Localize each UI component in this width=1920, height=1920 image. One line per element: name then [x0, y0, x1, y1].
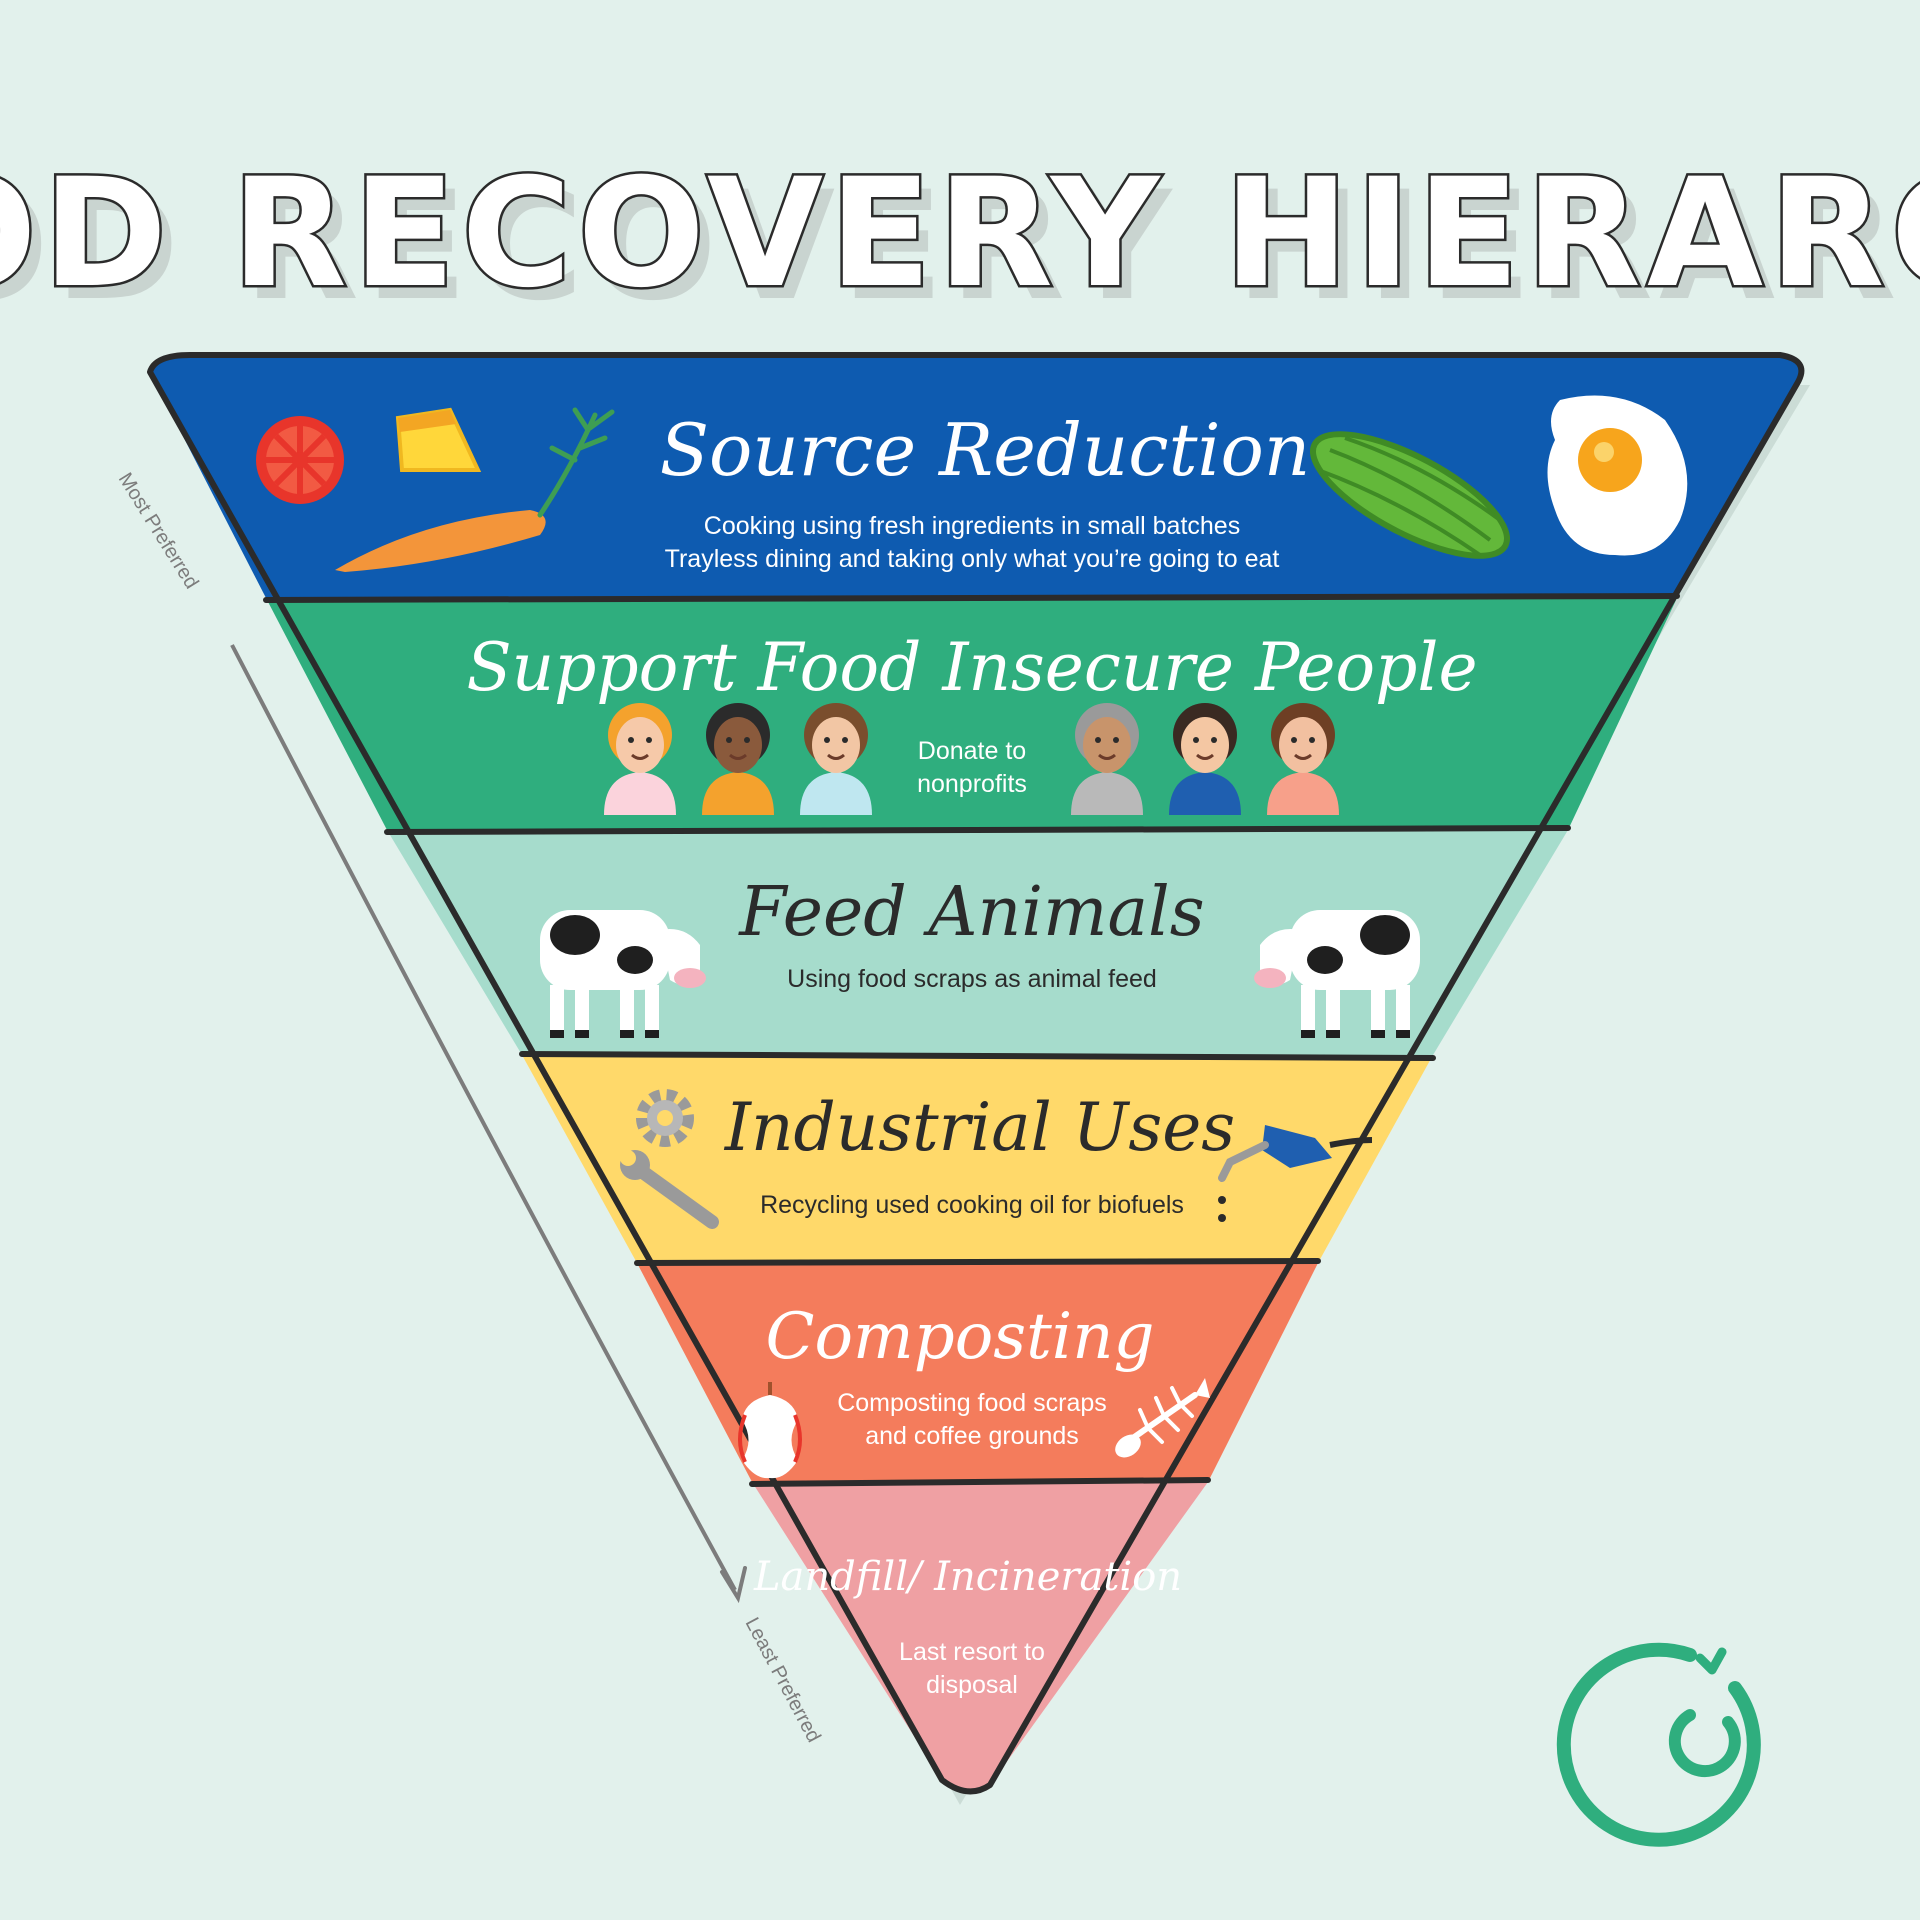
carrot-icon — [335, 407, 615, 572]
fish-bone-icon — [1115, 1378, 1210, 1458]
person-icon-group — [604, 703, 1339, 815]
person-icon — [1071, 703, 1143, 815]
tier-composting-line-1: Composting food scraps — [837, 1389, 1107, 1417]
tier-feed-animals-line-1: Using food scraps as animal feed — [787, 965, 1157, 993]
cow-icon — [540, 910, 706, 1038]
tomato-icon — [256, 416, 344, 504]
tier-industrial-uses-line-1: Recycling used cooking oil for biofuels — [760, 1191, 1184, 1219]
cow-icon — [1254, 910, 1420, 1038]
gear-icon — [636, 1089, 694, 1147]
tier-feed-animals-heading: Feed Animals — [737, 873, 1204, 952]
tier-composting-heading: Composting — [766, 1300, 1155, 1374]
tier-source-reduction-line-1: Cooking using fresh ingredients in small… — [704, 512, 1240, 540]
tier-source-reduction-line-2: Trayless dining and taking only what you… — [665, 545, 1280, 573]
tier-source-reduction — [150, 355, 1802, 598]
pineapple-icon — [395, 407, 482, 472]
person-icon — [702, 703, 774, 815]
tier-landfill-heading: Landfill/ Incineration — [753, 1554, 1182, 1600]
least-preferred-label: Least Preferred — [741, 1614, 825, 1746]
logo-icon — [1556, 1642, 1761, 1847]
apple-core-icon — [738, 1382, 802, 1479]
fuel-nozzle-icon — [1218, 1125, 1373, 1222]
fried-egg-icon — [1547, 395, 1688, 556]
tier-landfill — [752, 1482, 1208, 1792]
tier-landfill-line-1: Last resort to — [899, 1638, 1045, 1666]
tier-industrial-uses — [522, 1055, 1433, 1263]
tier-feed-animals — [387, 830, 1568, 1055]
person-icon — [1169, 703, 1241, 815]
cucumber-icon — [1309, 431, 1511, 559]
wrench-icon — [620, 1150, 719, 1229]
tier-composting-line-2: and coffee grounds — [865, 1422, 1079, 1450]
tier-support-food-insecure-heading: Support Food Insecure People — [466, 629, 1477, 706]
person-icon — [1267, 703, 1339, 815]
person-icon — [604, 703, 676, 815]
tier-dividers — [263, 593, 1680, 1487]
pyramid-outline — [147, 352, 1805, 1795]
tier-support-food-insecure-line-2: nonprofits — [917, 770, 1027, 798]
person-icon — [800, 703, 872, 815]
tier-support-food-insecure — [266, 598, 1677, 830]
preference-arrow — [230, 644, 737, 1591]
tier-source-reduction-heading: Source Reduction — [660, 408, 1311, 492]
tier-industrial-uses-heading: Industrial Uses — [724, 1089, 1235, 1166]
tier-landfill-line-2: disposal — [926, 1671, 1018, 1699]
page-title: FOOD RECOVERY HIERARCHY — [0, 147, 1920, 321]
tier-support-food-insecure-line-1: Donate to — [918, 737, 1026, 765]
most-preferred-label: Most Preferred — [114, 469, 203, 593]
preference-arrow-head — [720, 1566, 747, 1604]
page-title-shadow: FOOD RECOVERY HIERARCHY — [0, 160, 1920, 334]
